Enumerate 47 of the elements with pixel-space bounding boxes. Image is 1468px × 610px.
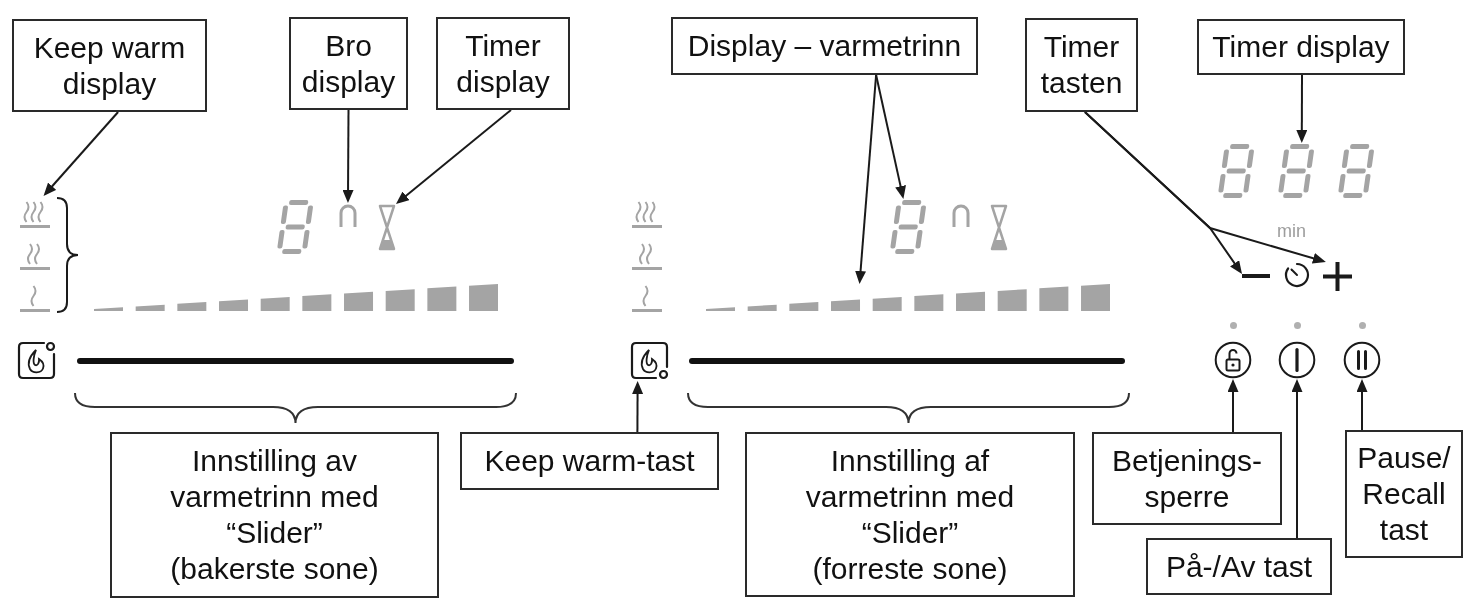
- callout-box: [1197, 19, 1405, 75]
- callout-box: [12, 19, 207, 112]
- callout-box: [1345, 430, 1463, 558]
- minus-icon: [1242, 274, 1270, 278]
- callout-box: [1025, 18, 1138, 112]
- callout-text: Timer tasten: [1039, 29, 1124, 101]
- pause-icon: [1343, 341, 1381, 379]
- callout-box: [745, 432, 1075, 597]
- callout-text: Keep warm display: [32, 29, 187, 102]
- lock-icon: [1214, 341, 1252, 379]
- callout-box: [289, 17, 408, 110]
- callout-text: Innstilling av varmetrinn med “Slider” (bakerste sone): [169, 443, 380, 587]
- callout-box: [436, 17, 570, 110]
- leader-arrow: [1083, 111, 1326, 264]
- power-icon: [1278, 341, 1316, 379]
- callout-box: [460, 432, 719, 490]
- callout-text: Pause/ Recall tast: [1356, 440, 1452, 548]
- leader-arrow: [875, 74, 906, 199]
- seven-segment-display: [1217, 143, 1377, 199]
- callout-text: Innstilling af varmetrinn med “Slider” (forreste sone): [804, 442, 1016, 587]
- leader-arrow: [1291, 379, 1303, 539]
- leader-arrow: [1227, 379, 1239, 433]
- level-scale-drawing: [706, 284, 1110, 311]
- unit-label: min: [1277, 222, 1306, 240]
- seven-segment-digit: [889, 199, 929, 255]
- callout-box: [110, 432, 439, 598]
- leader-arrow: [1356, 379, 1368, 431]
- leader-arrow: [632, 381, 644, 433]
- callout-box: [1092, 432, 1282, 525]
- callout-text: Timer display: [1212, 29, 1390, 65]
- callout-box: [1146, 538, 1332, 595]
- leader-arrow: [1296, 74, 1308, 143]
- arch-icon: [338, 203, 358, 228]
- leader-arrow: [855, 74, 878, 284]
- flame-key-icon: [629, 340, 670, 381]
- callout-text: Display – varmetrinn: [687, 28, 962, 64]
- callout-text: Bro display: [300, 27, 397, 100]
- plus-icon: [1323, 262, 1352, 291]
- callout-text: Betjenings- sperre: [1110, 442, 1264, 515]
- callout-text: På-/Av tast: [1165, 548, 1313, 585]
- hourglass-icon: [378, 204, 396, 251]
- leader-arrow: [395, 109, 512, 204]
- leader-arrow: [342, 109, 354, 203]
- callout-text: Timer display: [455, 27, 551, 100]
- leader-arrow: [43, 111, 120, 196]
- callout-text: Keep warm-tast: [484, 443, 695, 479]
- callout-box: [671, 17, 978, 75]
